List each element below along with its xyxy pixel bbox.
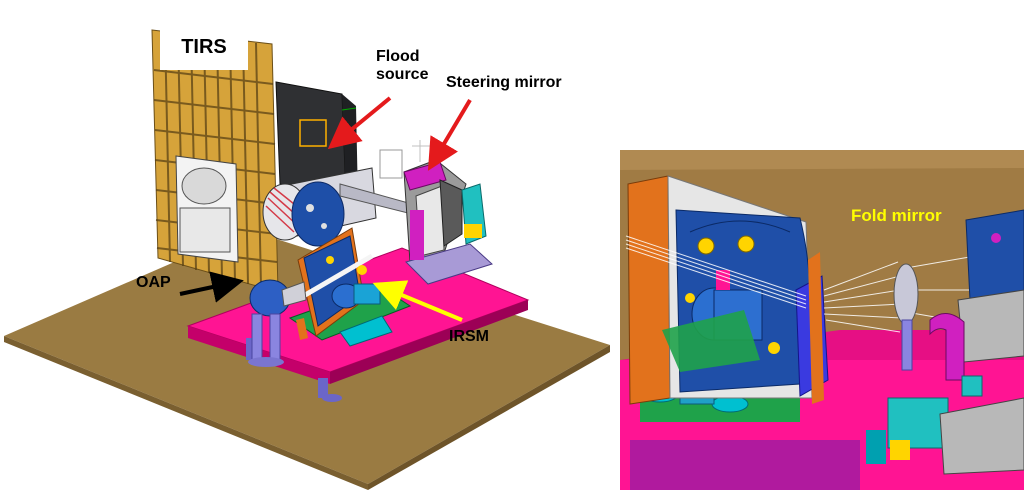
tirs-frame (151, 29, 279, 293)
irsm-label: IRSM (449, 328, 489, 345)
left-panel (4, 29, 610, 490)
irsm-closeup (627, 175, 829, 405)
steering-mirror-assembly (379, 140, 493, 285)
right-panel (620, 150, 1024, 490)
label-arrows (179, 96, 472, 322)
tirs-label: TIRS (160, 24, 248, 70)
oap-label: OAP (136, 274, 171, 291)
flood-source-label-line1: Flood (376, 48, 420, 65)
oap-assembly (248, 279, 307, 367)
flood-source-label: Flood source (376, 48, 428, 83)
steering-mirror-closeup (866, 209, 1024, 475)
fold-mirror-label: Fold mirror (851, 206, 942, 225)
collimator (262, 167, 413, 247)
fold-mirror (893, 263, 919, 371)
flood-source-label-line2: source (376, 65, 429, 83)
steering-mirror-label: Steering mirror (446, 74, 562, 91)
